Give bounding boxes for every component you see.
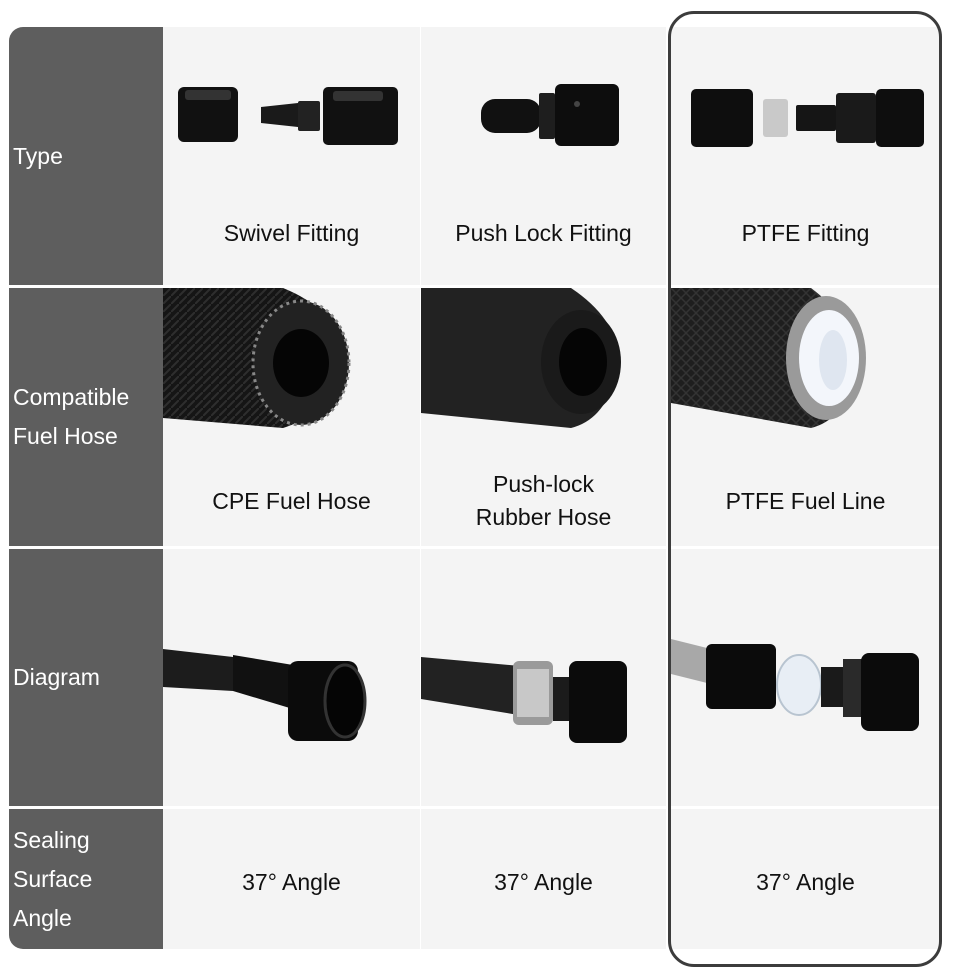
cell-diagram-push-lock [421, 549, 666, 806]
cell-diagram-swivel [163, 549, 420, 806]
cell-angle-ptfe: 37° Angle [671, 809, 940, 949]
angle-label-swivel: 37° Angle [242, 869, 341, 895]
ptfe-hose-image [671, 288, 866, 428]
swivel-fitting-image [178, 87, 398, 145]
push-lock-fitting-image [481, 84, 619, 146]
push-lock-diagram-image [421, 657, 627, 743]
cell-cpe-fuel-hose: CPE Fuel Hose [163, 288, 420, 546]
type-label-push-lock: Push Lock Fitting [455, 220, 632, 246]
row-header-sealing-surface-angle: Sealing Surface Angle [9, 809, 163, 949]
cell-push-lock-rubber-hose: Push-lock Rubber Hose [421, 288, 666, 546]
row-header-compatible-fuel-hose: Compatible Fuel Hose [9, 288, 163, 546]
cell-diagram-ptfe [671, 549, 940, 806]
ptfe-fitting-image [691, 89, 924, 147]
cell-ptfe-fuel-line: PTFE Fuel Line [671, 288, 940, 546]
hose-label-rubber: Push-lock Rubber Hose [475, 471, 612, 530]
angle-label-ptfe: 37° Angle [756, 869, 855, 895]
hose-label-cpe: CPE Fuel Hose [212, 488, 371, 514]
cell-swivel-fitting: Swivel Fitting [163, 27, 420, 285]
angle-label-push-lock: 37° Angle [494, 869, 593, 895]
ptfe-diagram-image [671, 639, 919, 731]
type-label-ptfe: PTFE Fitting [741, 220, 870, 246]
hose-label-ptfe: PTFE Fuel Line [725, 488, 886, 514]
cell-ptfe-fitting: PTFE Fitting [671, 27, 940, 285]
comparison-table: Type Compatible Fuel Hose Diagram Sealin… [9, 27, 940, 949]
cpe-hose-image [163, 288, 351, 428]
rubber-hose-image [421, 288, 621, 428]
row-header-type: Type [9, 27, 163, 285]
cell-angle-swivel: 37° Angle [163, 809, 420, 949]
swivel-diagram-image [163, 649, 367, 741]
cell-angle-push-lock: 37° Angle [421, 809, 666, 949]
row-header-diagram: Diagram [9, 549, 163, 806]
cell-push-lock-fitting: Push Lock Fitting [421, 27, 666, 285]
type-label-swivel: Swivel Fitting [223, 220, 360, 246]
